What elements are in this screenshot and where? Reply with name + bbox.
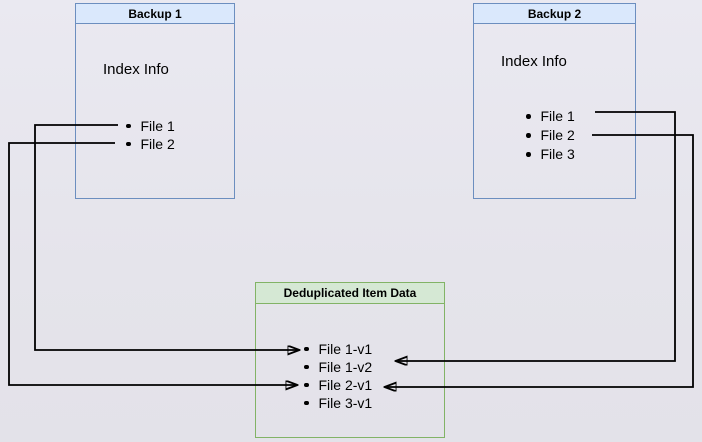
bullet-icon	[304, 364, 309, 370]
backup1-index-info-label: Index Info	[103, 61, 169, 78]
backup2-box: Backup 2 Index Info File 1 File 2 File 3	[473, 3, 636, 199]
list-item: File 2-v1	[304, 376, 372, 394]
list-item-label: File 2-v1	[318, 377, 373, 393]
backup2-file-list: File 1 File 2 File 3	[526, 107, 575, 164]
backup2-title: Backup 2	[474, 4, 635, 24]
deduplicated-file-list: File 1-v1 File 1-v2 File 2-v1 File 3-v1	[304, 340, 372, 412]
list-item-label: File 1	[140, 118, 175, 134]
bullet-icon	[126, 123, 131, 129]
list-item-label: File 2	[540, 127, 575, 143]
backup1-title: Backup 1	[76, 4, 234, 24]
list-item-label: File 1-v2	[318, 359, 373, 375]
bullet-icon	[526, 114, 531, 119]
bullet-icon	[304, 346, 309, 352]
list-item: File 1	[126, 117, 175, 135]
list-item-label: File 1	[540, 108, 575, 124]
bullet-icon	[126, 141, 131, 147]
backup2-index-info-label: Index Info	[501, 53, 567, 70]
list-item: File 1-v1	[304, 340, 372, 358]
bullet-icon	[526, 133, 531, 138]
list-item: File 3-v1	[304, 394, 372, 412]
bullet-icon	[304, 400, 309, 406]
list-item: File 2	[526, 126, 575, 145]
list-item: File 2	[126, 135, 175, 153]
list-item-label: File 3-v1	[318, 395, 373, 411]
deduplicated-item-data-title: Deduplicated Item Data	[256, 283, 444, 304]
backup1-box: Backup 1 Index Info File 1 File 2	[75, 3, 235, 199]
backup1-file-list: File 1 File 2	[126, 117, 175, 153]
deduplicated-item-data-box: Deduplicated Item Data File 1-v1 File 1-…	[255, 282, 445, 438]
list-item-label: File 2	[140, 136, 175, 152]
list-item: File 3	[526, 145, 575, 164]
list-item: File 1	[526, 107, 575, 126]
bullet-icon	[526, 152, 531, 157]
list-item-label: File 1-v1	[318, 341, 373, 357]
list-item: File 1-v2	[304, 358, 372, 376]
list-item-label: File 3	[540, 146, 575, 162]
bullet-icon	[304, 382, 309, 388]
